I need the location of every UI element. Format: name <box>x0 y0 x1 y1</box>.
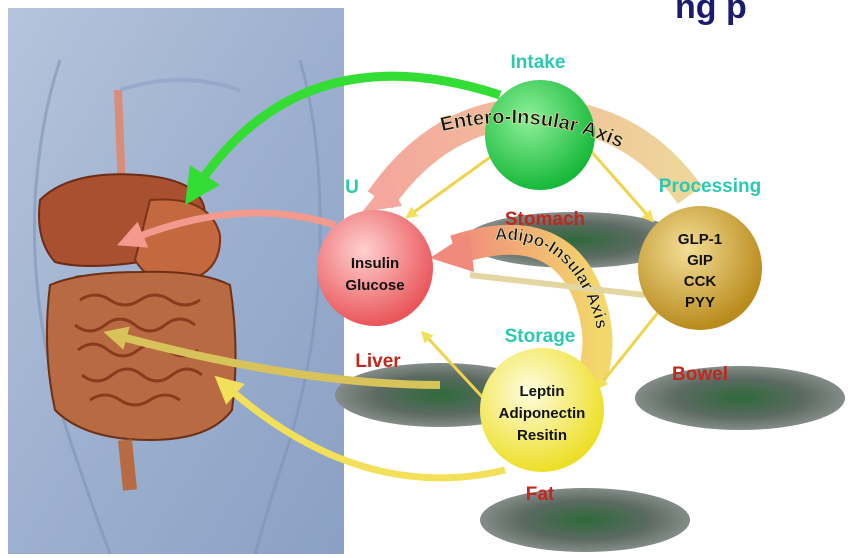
incretin-line-4: PYY <box>685 294 715 311</box>
stomach-organ <box>135 199 220 282</box>
adipokine-line-1: Leptin <box>520 383 565 400</box>
label-storage: Storage <box>505 326 576 347</box>
title-fragment: ng p <box>675 0 747 26</box>
adipokine-line-2: Adiponectin <box>499 405 586 422</box>
incretin-line-3: CCK <box>684 273 717 290</box>
adipokine-line-3: Resitin <box>517 427 567 444</box>
fat-shadow <box>480 488 690 552</box>
anatomy-panel <box>8 8 344 554</box>
label-fat: Fat <box>526 484 555 505</box>
label-partial: U <box>345 177 359 198</box>
insulin-line-1: Insulin <box>351 255 399 272</box>
incretin-line-2: GIP <box>687 252 713 269</box>
incretin-line-1: GLP-1 <box>678 231 722 248</box>
label-processing: Processing <box>659 176 761 197</box>
insulin-line-2: Glucose <box>345 277 404 294</box>
bowel-shadow <box>635 366 845 430</box>
label-intake: Intake <box>511 52 566 73</box>
label-bowel: Bowel <box>672 364 728 385</box>
connector-processing-insulin <box>470 275 645 295</box>
label-liver: Liver <box>355 351 401 372</box>
